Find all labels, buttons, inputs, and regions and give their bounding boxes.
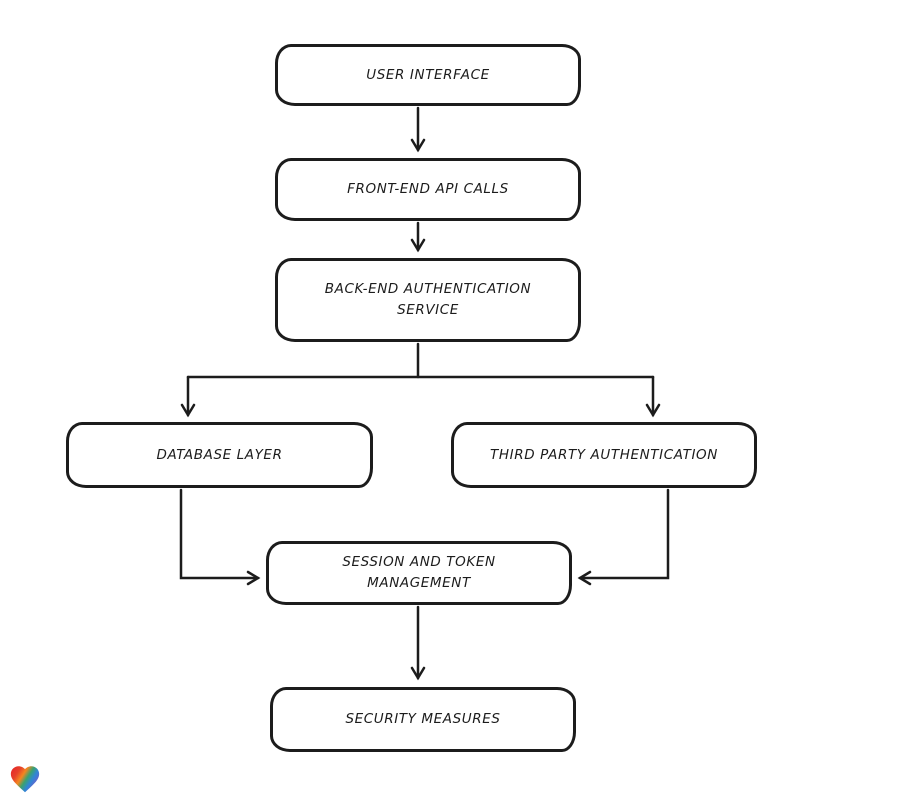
node-back-end-authentication-service: BACK-END AUTHENTICATION SERVICE (275, 258, 581, 342)
node-security-measures-label: SECURITY MEASURES (345, 711, 501, 728)
node-database-layer-label: DATABASE LAYER (156, 446, 283, 463)
node-third-party-authentication: THIRD PARTY AUTHENTICATION (451, 422, 757, 488)
node-front-end-api-calls: FRONT-END API CALLS (275, 158, 581, 221)
node-third-party-authentication-label: THIRD PARTY AUTHENTICATION (490, 446, 718, 463)
heart-icon (8, 762, 42, 796)
node-database-layer: DATABASE LAYER (66, 422, 373, 488)
edge-database-layer-to-session (179, 488, 261, 586)
node-user-interface-label: USER INTERFACE (366, 66, 490, 83)
node-back-end-authentication-service-label: BACK-END AUTHENTICATION SERVICE (324, 281, 532, 318)
node-session-and-token-management: SESSION AND TOKEN MANAGEMENT (266, 541, 572, 605)
node-user-interface: USER INTERFACE (275, 44, 581, 106)
node-front-end-api-calls-label: FRONT-END API CALLS (347, 181, 509, 198)
node-session-and-token-management-label: SESSION AND TOKEN MANAGEMENT (342, 554, 496, 591)
edge-third-party-to-session (577, 488, 670, 586)
node-security-measures: SECURITY MEASURES (270, 687, 576, 752)
